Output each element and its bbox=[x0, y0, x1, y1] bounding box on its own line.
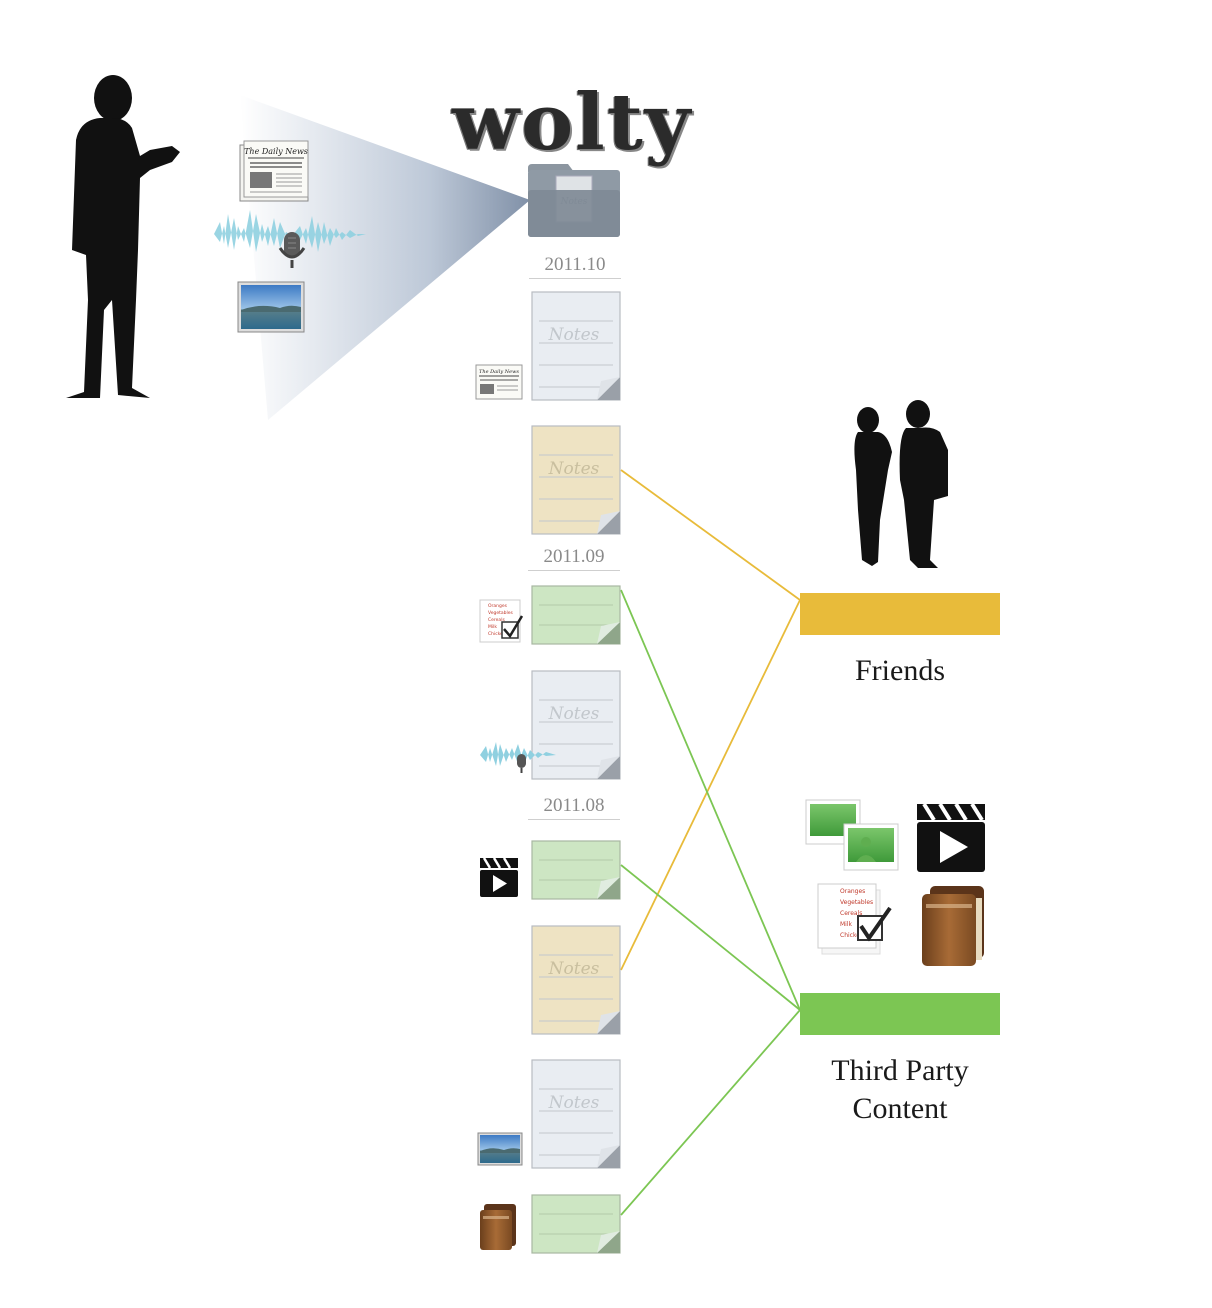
note-sheet bbox=[531, 840, 621, 900]
connector-line bbox=[620, 599, 801, 971]
newspaper-masthead: The Daily News bbox=[244, 147, 308, 156]
note-title: Notes bbox=[548, 325, 600, 345]
checklist-item: Milk bbox=[840, 921, 853, 928]
checklist-icon: Oranges Vegetables Cereals Milk Chicken bbox=[817, 883, 892, 955]
note-sheet bbox=[531, 925, 621, 1035]
photo-icon bbox=[477, 1132, 523, 1166]
note-title: Notes bbox=[548, 959, 600, 979]
checklist-item: Vegetables bbox=[488, 610, 514, 616]
third-party-bar bbox=[800, 993, 1000, 1035]
book-icon bbox=[922, 886, 984, 966]
note-sheet bbox=[531, 1059, 621, 1169]
photos-icon bbox=[805, 799, 899, 871]
friends-label: Friends bbox=[855, 654, 945, 687]
newspaper-icon: The Daily News bbox=[475, 364, 523, 400]
checklist-item: Vegetables bbox=[840, 899, 873, 906]
checklist-item: Milk bbox=[488, 624, 497, 630]
notes-folder-icon: Notes bbox=[528, 164, 620, 237]
date-label: 2011.08 bbox=[524, 795, 624, 820]
video-clapper-icon bbox=[480, 857, 518, 897]
projection-beam bbox=[240, 95, 530, 420]
checklist-icon: Oranges Vegetables Cereals Milk Chicken bbox=[479, 599, 524, 643]
person-silhouette bbox=[66, 75, 180, 398]
audio-wave-icon bbox=[214, 210, 366, 252]
note-title: Notes bbox=[548, 1093, 600, 1113]
checklist-item: Cereals bbox=[840, 910, 862, 917]
book-icon bbox=[480, 1204, 516, 1250]
connector-line bbox=[620, 589, 801, 1011]
brand-logo: wolty bbox=[452, 77, 693, 168]
third-party-label: Third Party Content bbox=[790, 1052, 1010, 1128]
third-party-label-line: Content bbox=[852, 1092, 948, 1125]
date-label: 2011.09 bbox=[524, 546, 624, 571]
note-sheet bbox=[531, 291, 621, 401]
note-title: Notes bbox=[548, 704, 600, 724]
connector-line bbox=[620, 1009, 801, 1216]
note-sheet bbox=[531, 670, 621, 780]
checklist-item: Oranges bbox=[840, 888, 865, 895]
checklist-item: Chicken bbox=[488, 631, 506, 637]
video-clapper-icon bbox=[917, 802, 985, 872]
timeline-notes: Notes Notes Notes Notes Notes bbox=[531, 291, 621, 1254]
checklist-item: Chicken bbox=[840, 932, 864, 939]
newspaper-masthead: The Daily News bbox=[479, 369, 519, 375]
microphone-icon bbox=[278, 232, 306, 268]
photo-icon bbox=[237, 281, 305, 333]
note-title: Notes bbox=[548, 459, 600, 479]
friends-silhouette bbox=[854, 400, 948, 568]
microphone-icon bbox=[517, 754, 526, 773]
date-label: 2011.10 bbox=[525, 254, 625, 279]
connector-lines bbox=[620, 469, 801, 1216]
newspaper-icon: The Daily News bbox=[239, 140, 309, 202]
note-sheet bbox=[531, 425, 621, 535]
note-sheet bbox=[531, 1194, 621, 1254]
connector-line bbox=[620, 469, 801, 601]
note-sheet bbox=[531, 585, 621, 645]
third-party-label-line: Third Party bbox=[831, 1054, 969, 1087]
audio-wave-icon bbox=[480, 742, 556, 766]
checklist-item: Oranges bbox=[488, 603, 508, 609]
friends-bar bbox=[800, 593, 1000, 635]
checklist-item: Cereals bbox=[488, 617, 505, 623]
connector-line bbox=[620, 864, 801, 1011]
